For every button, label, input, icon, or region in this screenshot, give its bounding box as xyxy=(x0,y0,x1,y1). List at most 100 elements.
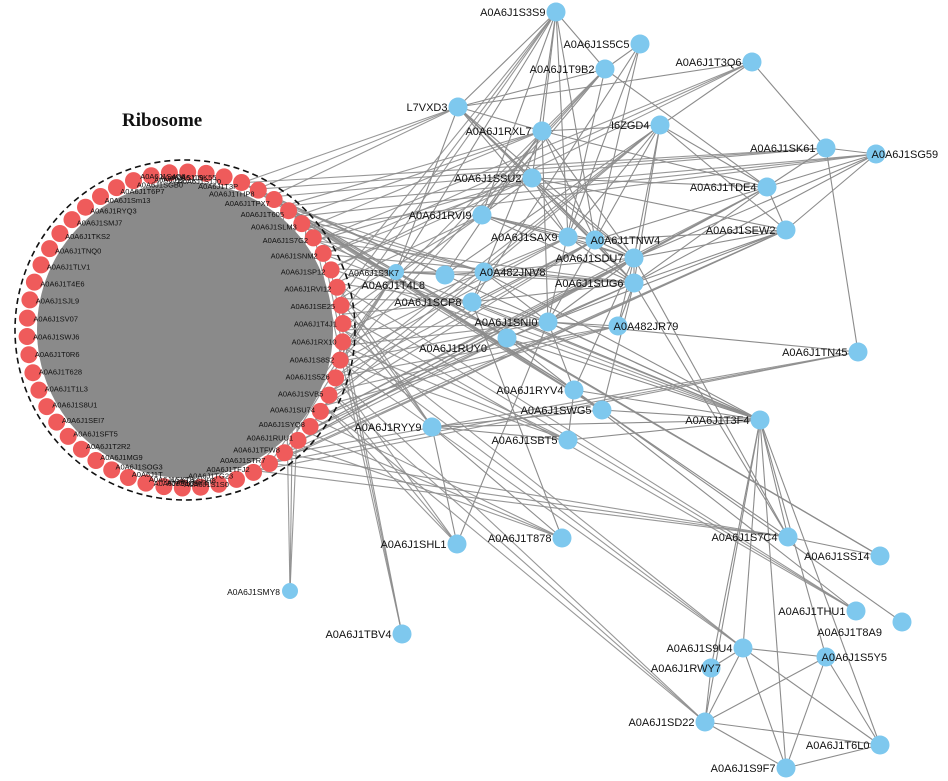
ring-node[interactable] xyxy=(24,364,42,382)
ring-node[interactable] xyxy=(41,240,59,258)
protein-node[interactable] xyxy=(558,430,578,450)
protein-node[interactable] xyxy=(778,527,798,547)
ring-node[interactable] xyxy=(311,402,329,420)
ring-node[interactable] xyxy=(331,351,349,369)
ring-node[interactable] xyxy=(155,478,173,496)
protein-node[interactable] xyxy=(422,417,442,437)
protein-node[interactable] xyxy=(750,410,770,430)
ring-node[interactable] xyxy=(92,188,109,205)
ring-node[interactable] xyxy=(25,273,43,291)
protein-node[interactable] xyxy=(866,144,886,164)
ring-node[interactable] xyxy=(245,463,262,481)
ring-node[interactable] xyxy=(21,291,39,309)
ring-node[interactable] xyxy=(249,181,267,199)
ring-node[interactable] xyxy=(59,427,77,445)
cluster-edge xyxy=(335,282,857,612)
ring-node[interactable] xyxy=(314,244,332,262)
ring-node[interactable] xyxy=(20,346,38,364)
protein-node[interactable] xyxy=(870,735,890,755)
ring-node[interactable] xyxy=(233,174,251,191)
protein-node[interactable] xyxy=(757,177,777,197)
ring-node[interactable] xyxy=(103,461,121,479)
protein-node[interactable] xyxy=(472,205,492,225)
protein-node[interactable] xyxy=(816,138,836,158)
ring-node[interactable] xyxy=(320,386,338,404)
protein-node[interactable] xyxy=(816,647,836,667)
protein-node[interactable] xyxy=(435,265,455,285)
protein-node[interactable] xyxy=(448,97,468,117)
ring-node[interactable] xyxy=(137,474,155,492)
protein-node[interactable] xyxy=(776,758,796,778)
ring-node[interactable] xyxy=(334,315,352,332)
protein-node[interactable] xyxy=(650,115,670,135)
protein-node[interactable] xyxy=(848,342,868,362)
ring-node[interactable] xyxy=(125,172,142,190)
ring-node[interactable] xyxy=(228,470,245,488)
ring-node[interactable] xyxy=(261,455,278,472)
protein-node[interactable] xyxy=(733,638,753,658)
ring-node[interactable] xyxy=(63,211,81,229)
protein-node[interactable] xyxy=(742,52,762,72)
protein-node[interactable] xyxy=(552,528,572,548)
ring-node[interactable] xyxy=(280,202,298,220)
protein-node[interactable] xyxy=(630,34,650,54)
ring-node[interactable] xyxy=(30,381,48,399)
protein-node[interactable] xyxy=(776,220,796,240)
protein-node[interactable] xyxy=(447,534,467,554)
protein-node[interactable] xyxy=(585,230,605,250)
protein-node[interactable] xyxy=(558,227,578,247)
protein-node[interactable] xyxy=(388,264,404,280)
ring-node[interactable] xyxy=(322,261,340,279)
ring-node[interactable] xyxy=(327,369,345,387)
ring-node[interactable] xyxy=(173,479,191,497)
ring-node[interactable] xyxy=(301,418,319,435)
protein-node[interactable] xyxy=(522,168,542,188)
ring-node[interactable] xyxy=(265,191,283,208)
protein-node[interactable] xyxy=(870,546,890,566)
ring-node[interactable] xyxy=(210,475,228,493)
ring-node[interactable] xyxy=(179,163,197,181)
ring-node[interactable] xyxy=(72,440,90,458)
protein-node[interactable] xyxy=(595,59,615,79)
protein-node[interactable] xyxy=(538,312,558,332)
ring-node[interactable] xyxy=(32,256,50,274)
protein-node[interactable] xyxy=(392,624,412,644)
ring-node[interactable] xyxy=(142,167,160,185)
protein-node[interactable] xyxy=(592,400,612,420)
ring-node[interactable] xyxy=(334,333,352,351)
ring-node[interactable] xyxy=(160,164,178,182)
protein-node[interactable] xyxy=(701,658,721,678)
ring-node[interactable] xyxy=(108,179,125,197)
protein-node[interactable] xyxy=(282,583,298,599)
ring-node[interactable] xyxy=(276,444,293,462)
protein-node[interactable] xyxy=(846,601,866,621)
protein-node[interactable] xyxy=(462,292,482,312)
ring-node[interactable] xyxy=(197,164,215,182)
ring-node[interactable] xyxy=(38,398,56,416)
ring-node[interactable] xyxy=(192,478,210,496)
protein-node[interactable] xyxy=(608,316,628,336)
ring-node[interactable] xyxy=(18,309,36,327)
protein-node[interactable] xyxy=(564,380,584,400)
protein-node[interactable] xyxy=(624,273,644,293)
ring-node[interactable] xyxy=(87,452,105,469)
protein-node[interactable] xyxy=(474,262,494,282)
ring-node[interactable] xyxy=(77,198,94,216)
ring-node[interactable] xyxy=(119,469,137,486)
ring-node[interactable] xyxy=(51,225,69,242)
protein-node[interactable] xyxy=(695,712,715,732)
edge xyxy=(547,321,761,421)
ring-node[interactable] xyxy=(289,431,307,449)
ring-node[interactable] xyxy=(293,215,311,233)
ring-node[interactable] xyxy=(332,296,350,314)
ring-node[interactable] xyxy=(48,413,66,431)
protein-node[interactable] xyxy=(624,248,644,268)
ring-node[interactable] xyxy=(215,168,233,186)
ring-node[interactable] xyxy=(304,229,322,247)
protein-node[interactable] xyxy=(546,2,566,22)
protein-node[interactable] xyxy=(532,121,552,141)
protein-node[interactable] xyxy=(497,328,517,348)
protein-node[interactable] xyxy=(892,612,912,632)
ring-node[interactable] xyxy=(328,278,346,296)
ring-node[interactable] xyxy=(18,328,36,345)
